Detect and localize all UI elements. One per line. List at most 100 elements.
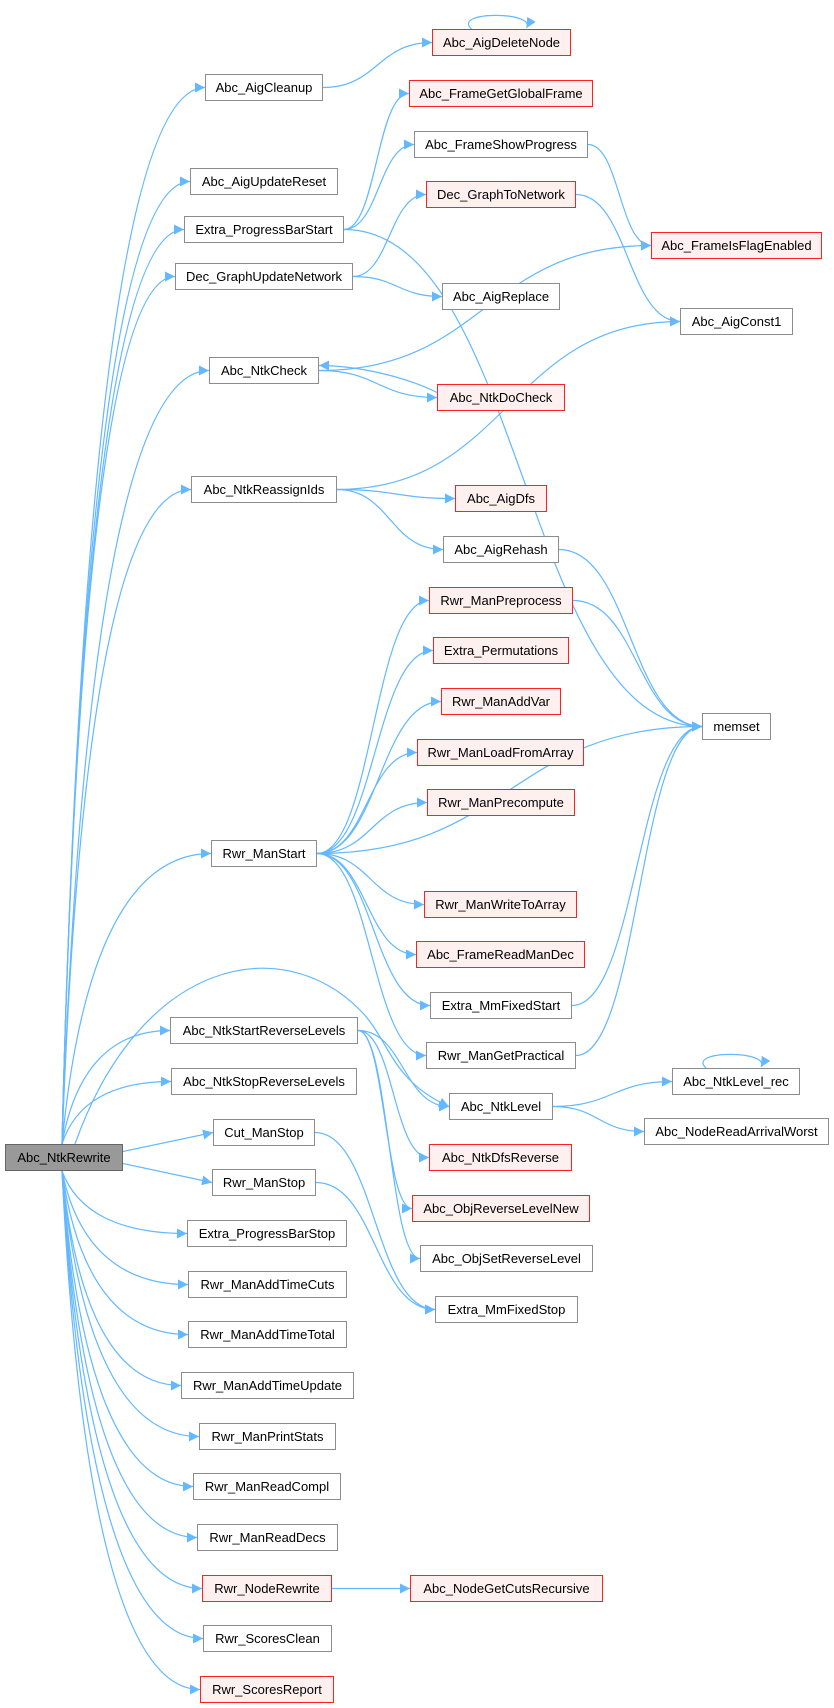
node-abc-aig-rehash[interactable]: Abc_AigRehash [443,536,559,563]
node-label: Abc_FrameReadManDec [427,947,574,962]
node-rwr-man-preprocess[interactable]: Rwr_ManPreprocess [429,587,573,614]
edge-abc-ntk-rewrite-to-abc-ntk-level [74,967,450,1145]
edge-rwr-man-start-to-abc-frame-read-man-dec [316,852,417,960]
node-label: Rwr_ManPrecompute [438,795,564,810]
edge-extra-progress-bar-start-to-abc-frame-get-global-frame [343,88,410,231]
edge-abc-ntk-rewrite-to-abc-aig-update-reset [61,176,191,1145]
node-label: Rwr_ManLoadFromArray [427,745,574,760]
node-abc-ntk-do-check[interactable]: Abc_NtkDoCheck [437,384,565,411]
node-extra-mm-fixed-stop[interactable]: Extra_MmFixedStop [435,1296,578,1323]
node-extra-progress-bar-stop[interactable]: Extra_ProgressBarStop [187,1220,347,1247]
node-label: Rwr_NodeRewrite [214,1581,320,1596]
node-abc-aig-cleanup[interactable]: Abc_AigCleanup [205,74,323,101]
edge-dec-graph-update-network-to-abc-aig-replace [352,275,443,302]
edge-abc-ntk-rewrite-to-extra-progress-bar-stop [61,1170,188,1239]
node-label: Dec_GraphUpdateNetwork [185,269,343,284]
edge-abc-aig-cleanup-to-abc-aig-delete-node [322,37,433,89]
node-label: Extra_ProgressBarStop [198,1226,336,1241]
node-rwr-man-get-practical[interactable]: Rwr_ManGetPractical [426,1042,576,1069]
node-abc-ntk-check[interactable]: Abc_NtkCheck [209,357,319,384]
node-label: Abc_NtkDoCheck [449,390,553,405]
node-abc-ntk-start-reverse-levels[interactable]: Abc_NtkStartReverseLevels [170,1017,358,1044]
node-rwr-man-read-decs[interactable]: Rwr_ManReadDecs [197,1524,338,1551]
node-abc-obj-set-reverse-level[interactable]: Abc_ObjSetReverseLevel [420,1245,593,1272]
node-label: Rwr_ManAddTimeCuts [200,1277,335,1292]
node-label: Abc_AigUpdateReset [201,174,327,189]
edge-extra-mm-fixed-start-to-memset [571,721,703,1007]
edge-abc-ntk-rewrite-to-cut-man-stop [122,1129,214,1153]
edge-extra-progress-bar-start-to-abc-frame-show-progress [343,139,415,231]
node-label: Abc_AigDeleteNode [442,35,561,50]
node-label: Abc_ObjSetReverseLevel [432,1251,581,1266]
node-label: Abc_AigConst1 [691,314,782,329]
edge-abc-ntk-start-reverse-levels-to-abc-obj-set-reverse-level [357,1029,421,1264]
edge-abc-ntk-start-reverse-levels-to-abc-ntk-level [357,1029,450,1112]
node-label: Abc_NtkStartReverseLevels [182,1023,346,1038]
node-label: Rwr_ManReadCompl [204,1479,330,1494]
node-abc-frame-is-flag-enabled[interactable]: Abc_FrameIsFlagEnabled [651,232,822,259]
node-abc-obj-reverse-level-new[interactable]: Abc_ObjReverseLevelNew [412,1195,590,1222]
node-abc-ntk-dfs-reverse[interactable]: Abc_NtkDfsReverse [429,1144,572,1171]
edge-abc-ntk-rewrite-to-rwr-scores-clean [61,1170,204,1644]
node-rwr-man-stop[interactable]: Rwr_ManStop [212,1169,316,1196]
node-rwr-man-add-time-cuts[interactable]: Rwr_ManAddTimeCuts [188,1271,347,1298]
node-abc-aig-update-reset[interactable]: Abc_AigUpdateReset [190,168,338,195]
node-cut-man-stop[interactable]: Cut_ManStop [213,1119,315,1146]
edge-rwr-man-start-to-extra-mm-fixed-start [316,852,431,1011]
node-rwr-man-precompute[interactable]: Rwr_ManPrecompute [427,789,575,816]
node-abc-frame-get-global-frame[interactable]: Abc_FrameGetGlobalFrame [409,80,593,107]
node-dec-graph-to-network[interactable]: Dec_GraphToNetwork [426,181,576,208]
node-label: Abc_AigReplace [452,289,550,304]
node-rwr-node-rewrite[interactable]: Rwr_NodeRewrite [202,1575,332,1602]
node-rwr-man-write-to-array[interactable]: Rwr_ManWriteToArray [424,891,577,918]
node-label: Abc_FrameShowProgress [425,137,577,152]
edge-abc-ntk-rewrite-to-rwr-man-stop [122,1162,213,1186]
node-abc-ntk-reassign-ids[interactable]: Abc_NtkReassignIds [191,476,337,503]
node-extra-progress-bar-start[interactable]: Extra_ProgressBarStart [184,216,344,243]
edge-abc-ntk-rewrite-to-rwr-man-read-compl [61,1170,194,1492]
node-abc-aig-dfs[interactable]: Abc_AigDfs [455,485,547,512]
node-rwr-scores-report[interactable]: Rwr_ScoresReport [200,1676,334,1703]
node-abc-ntk-level-rec[interactable]: Abc_NtkLevel_rec [672,1068,800,1095]
node-rwr-man-load-from-array[interactable]: Rwr_ManLoadFromArray [417,739,584,766]
node-label: Abc_ObjReverseLevelNew [423,1201,579,1216]
node-rwr-scores-clean[interactable]: Rwr_ScoresClean [203,1625,332,1652]
node-rwr-man-start[interactable]: Rwr_ManStart [211,840,317,867]
node-rwr-man-add-var[interactable]: Rwr_ManAddVar [441,688,561,715]
edge-rwr-man-start-to-rwr-man-write-to-array [316,852,425,910]
node-rwr-man-add-time-update[interactable]: Rwr_ManAddTimeUpdate [181,1372,354,1399]
node-rwr-man-add-time-total[interactable]: Rwr_ManAddTimeTotal [188,1321,347,1348]
node-abc-ntk-level[interactable]: Abc_NtkLevel [449,1093,553,1120]
node-abc-node-read-arrival-worst[interactable]: Abc_NodeReadArrivalWorst [644,1118,829,1145]
node-rwr-man-read-compl[interactable]: Rwr_ManReadCompl [193,1473,341,1500]
node-label: Abc_NtkLevel [460,1099,542,1114]
edge-abc-ntk-rewrite-to-abc-ntk-reassign-ids [61,484,192,1145]
node-abc-ntk-stop-reverse-levels[interactable]: Abc_NtkStopReverseLevels [171,1068,357,1095]
edge-abc-aig-rehash-to-memset [558,548,703,732]
edge-rwr-man-start-to-rwr-man-get-practical [316,852,427,1061]
edge-cut-man-stop-to-extra-mm-fixed-stop [314,1131,436,1315]
edge-abc-aig-delete-node-to-abc-aig-delete-node [467,14,536,30]
node-rwr-man-print-stats[interactable]: Rwr_ManPrintStats [199,1423,336,1450]
node-abc-frame-show-progress[interactable]: Abc_FrameShowProgress [414,131,588,158]
node-label: Abc_NtkDfsReverse [441,1150,560,1165]
node-abc-aig-delete-node[interactable]: Abc_AigDeleteNode [432,29,571,56]
node-extra-permutations[interactable]: Extra_Permutations [433,637,569,664]
node-memset[interactable]: memset [702,713,771,740]
edge-abc-ntk-rewrite-to-rwr-node-rewrite [61,1170,203,1594]
node-dec-graph-update-network[interactable]: Dec_GraphUpdateNetwork [175,263,353,290]
node-abc-aig-replace[interactable]: Abc_AigReplace [442,283,560,310]
edge-abc-ntk-rewrite-to-rwr-man-add-time-update [61,1170,182,1391]
node-abc-frame-read-man-dec[interactable]: Abc_FrameReadManDec [416,941,585,968]
node-extra-mm-fixed-start[interactable]: Extra_MmFixedStart [430,992,572,1019]
edge-abc-ntk-rewrite-to-rwr-scores-report [61,1170,201,1695]
node-abc-ntk-rewrite[interactable]: Abc_NtkRewrite [5,1144,123,1171]
node-label: Abc_AigCleanup [215,80,313,95]
node-label: Abc_FrameGetGlobalFrame [419,86,583,101]
node-abc-aig-const1[interactable]: Abc_AigConst1 [680,308,793,335]
edge-abc-ntk-check-to-abc-ntk-do-check [318,369,438,403]
edge-rwr-man-start-to-rwr-man-preprocess [316,595,430,855]
node-label: Abc_NtkCheck [221,363,307,378]
node-abc-node-get-cuts-recursive[interactable]: Abc_NodeGetCutsRecursive [410,1575,603,1602]
